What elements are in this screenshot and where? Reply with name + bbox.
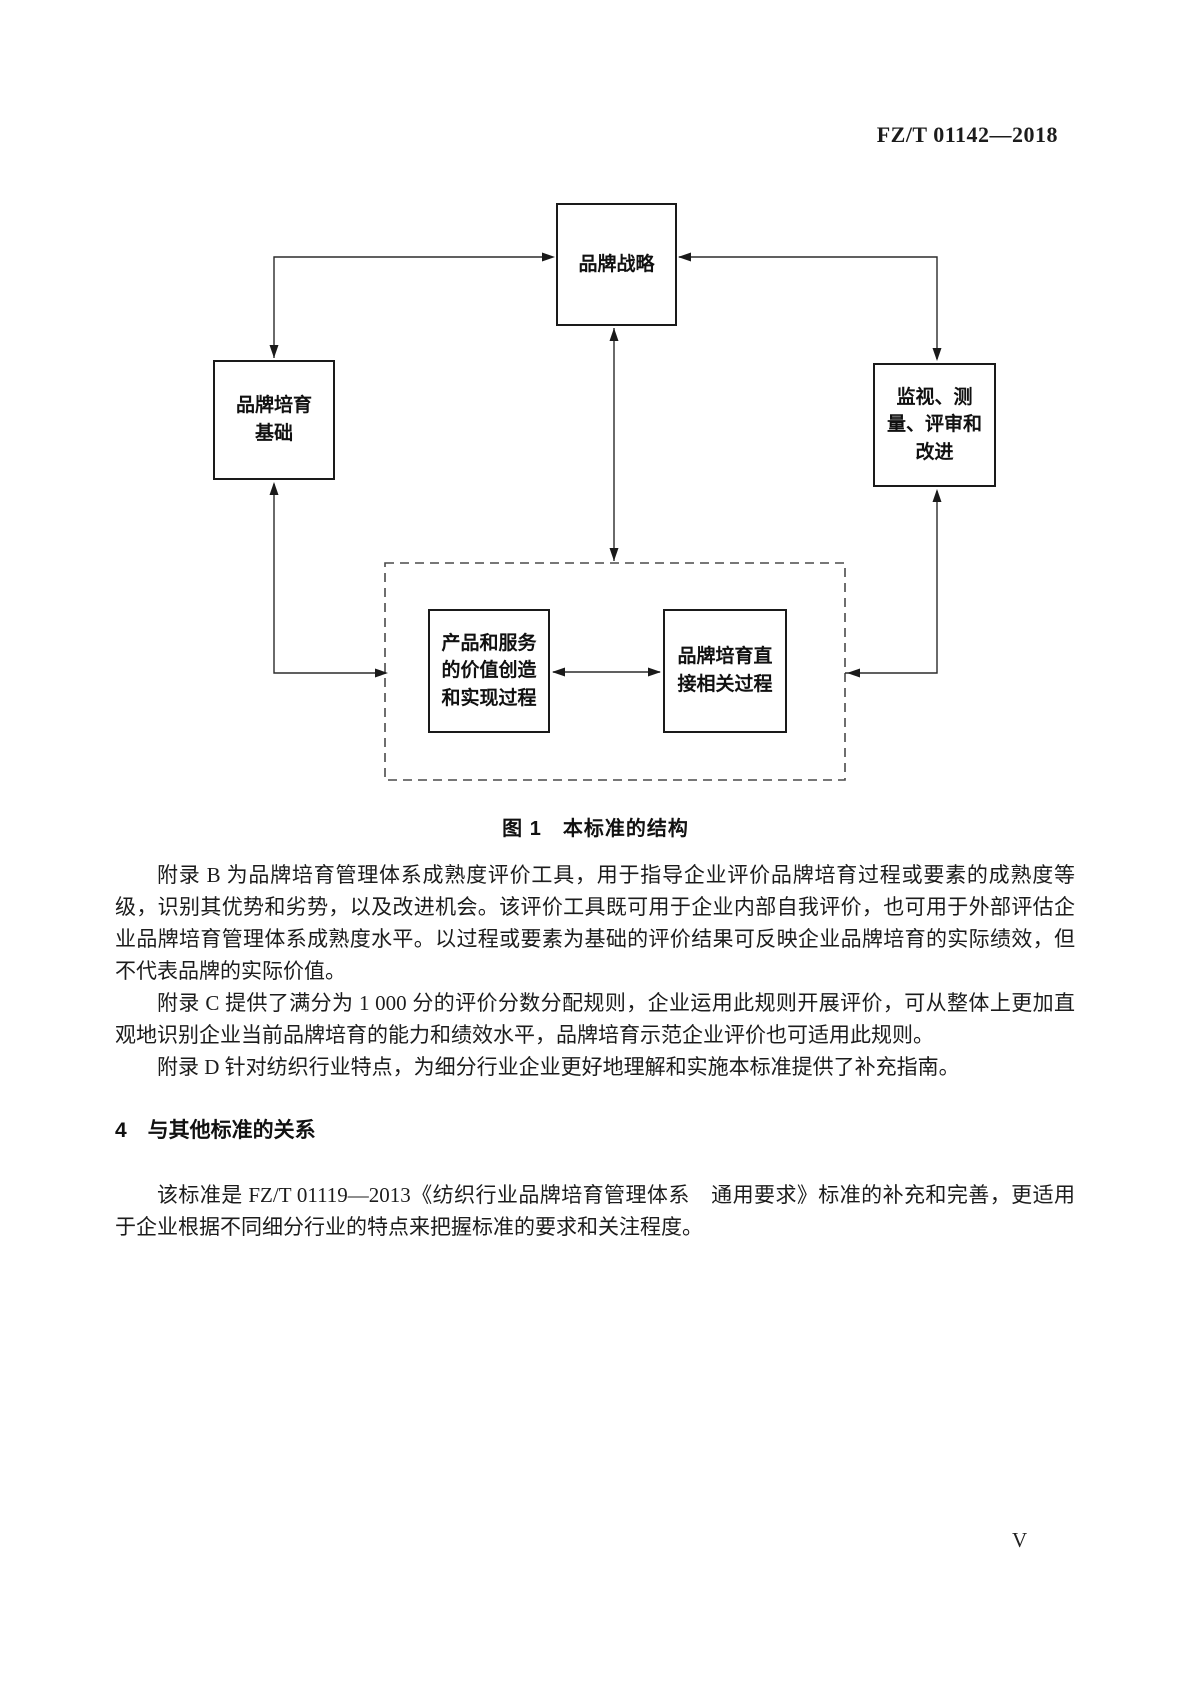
arrowhead-into-boundary-left: [375, 668, 388, 678]
arrowhead-into-foundation-top: [269, 345, 279, 358]
figure-box-cultivation-foundation: 品牌培育 基础: [213, 360, 335, 480]
page-number: V: [1012, 1528, 1028, 1552]
body-text: 附录 B 为品牌培育管理体系成熟度评价工具，用于指导企业评价品牌培育过程或要素的…: [115, 859, 1075, 1243]
paragraph-appendix-d: 附录 D 针对纺织行业特点，为细分行业企业更好地理解和实施本标准提供了补充指南。: [157, 1055, 960, 1079]
paragraph-appendix-c: 附录 C 提供了满分为 1 000 分的评价分数分配规则，企业运用此规则开展评价…: [115, 991, 1075, 1047]
arrowhead-into-strategy-left: [542, 252, 555, 262]
figure-box-monitor-measure-review-improve: 监视、测 量、评审和 改进: [873, 363, 996, 487]
arrowhead-into-direct-process: [648, 667, 661, 677]
arrowhead-into-boundary-top: [609, 548, 619, 561]
connector-foundation-strategy: [273, 256, 552, 358]
section-heading: 4 与其他标准的关系: [115, 1119, 316, 1142]
figure-box-brand-strategy: 品牌战略: [556, 203, 677, 326]
arrowhead-into-boundary-right: [847, 668, 860, 678]
arrowhead-into-monitor-top: [932, 348, 942, 361]
arrowhead-into-foundation-bottom: [269, 482, 279, 495]
arrowhead-into-strategy-right: [678, 252, 691, 262]
figure-box-value-creation-process: 产品和服务 的价值创造 和实现过程: [428, 609, 550, 733]
connector-monitor-processes: [845, 491, 938, 674]
figure-box-direct-related-process: 品牌培育直 接相关过程: [663, 609, 787, 733]
figure-caption: 图 1 本标准的结构: [502, 818, 689, 840]
connector-foundation-processes: [273, 484, 386, 674]
arrowhead-into-monitor-bottom: [932, 489, 942, 502]
connector-strategy-monitor: [679, 256, 938, 359]
arrowhead-into-strategy-bottom: [609, 328, 619, 341]
paragraph-section-4: 该标准是 FZ/T 01119—2013《纺织行业品牌培育管理体系 通用要求》标…: [115, 1183, 1075, 1239]
standard-code-header: FZ/T 01142—2018: [876, 122, 1058, 147]
arrowhead-into-value-creation: [552, 667, 565, 677]
paragraph-appendix-b: 附录 B 为品牌培育管理体系成熟度评价工具，用于指导企业评价品牌培育过程或要素的…: [115, 863, 1075, 983]
